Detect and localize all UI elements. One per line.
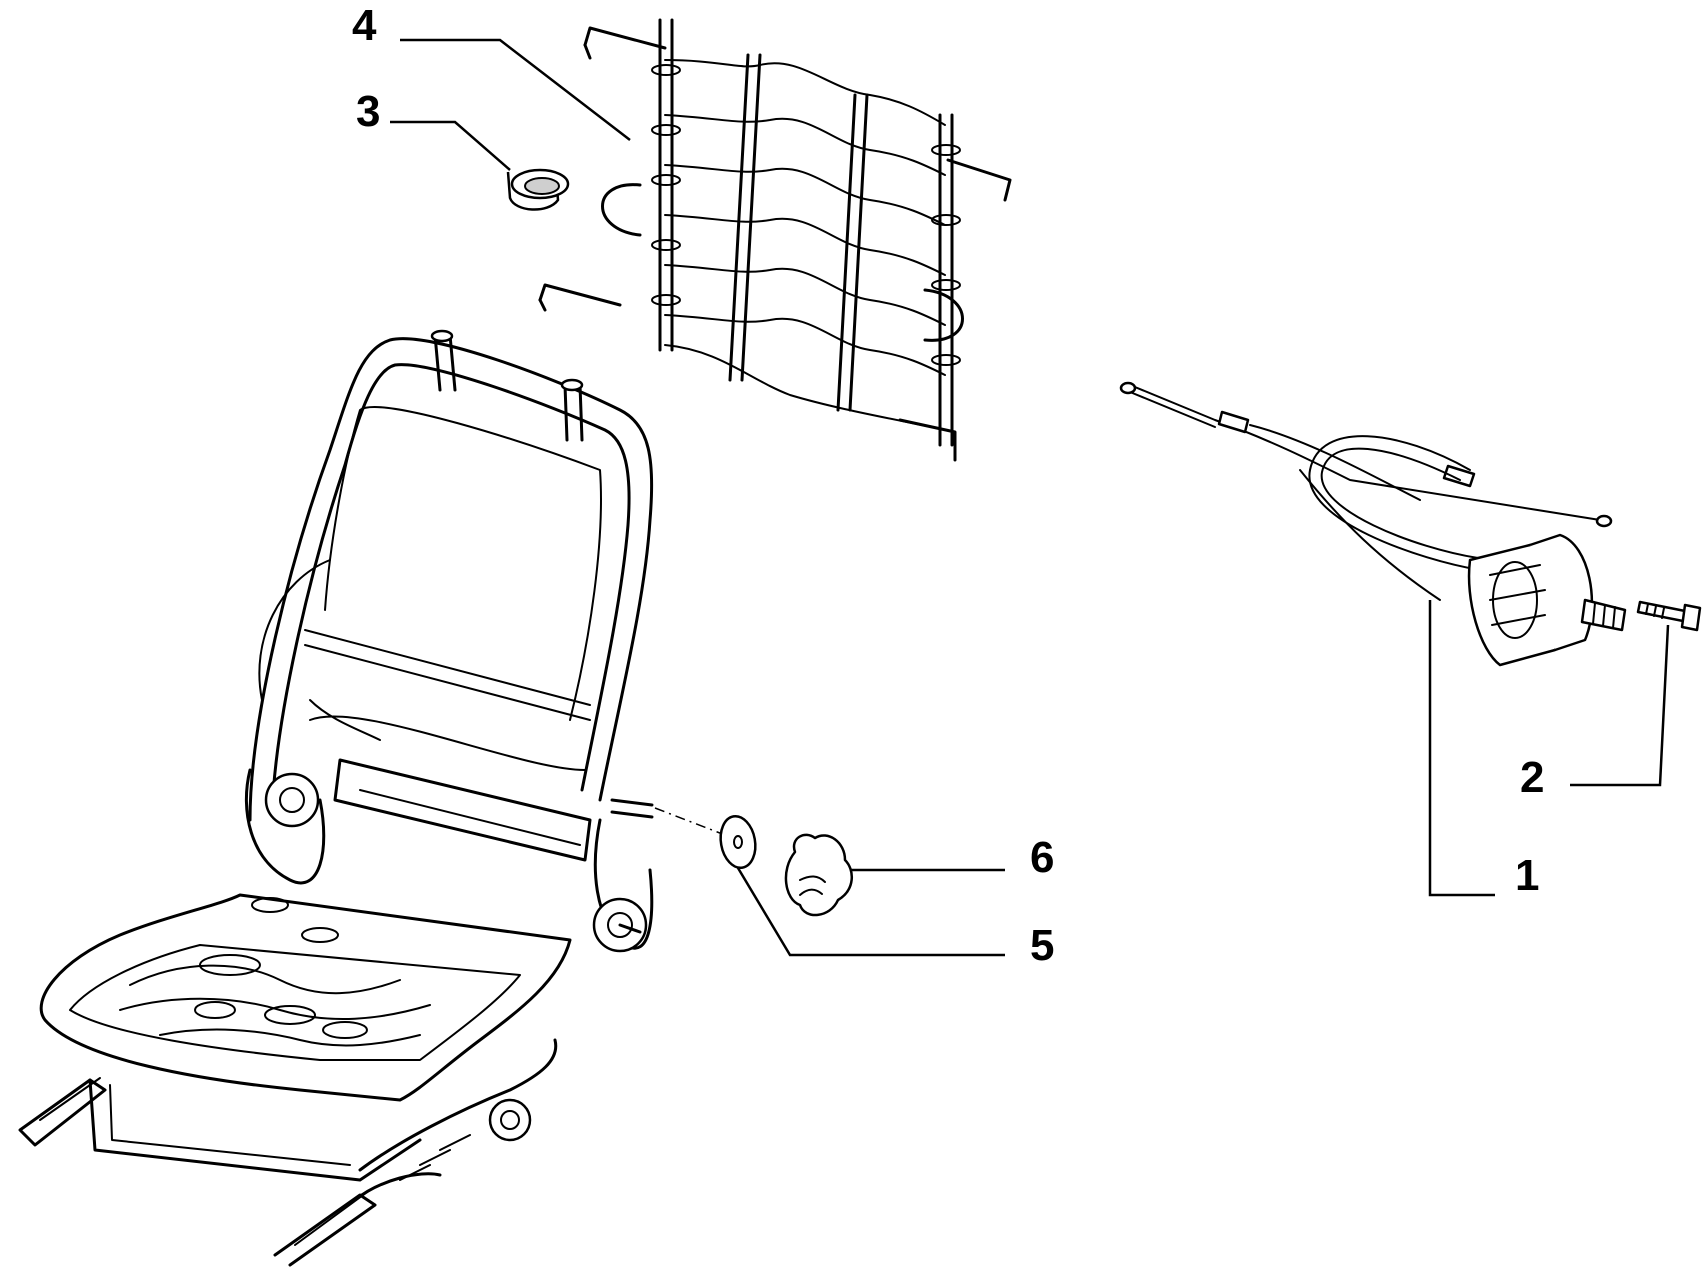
callout-5: 5 [1030, 921, 1054, 970]
callout-1: 1 [1515, 851, 1539, 900]
assembly-axis-line [654, 807, 726, 836]
callout-4: 4 [352, 1, 377, 50]
callout-6: 6 [1030, 833, 1054, 882]
callout-2: 2 [1520, 753, 1544, 802]
mounting-bolt [1636, 600, 1702, 632]
recliner-knob [784, 833, 853, 917]
backrest-plug-cap [506, 168, 570, 211]
seat-frame [18, 329, 654, 1267]
callout-3: 3 [356, 87, 380, 136]
lumbar-adjuster-with-cables [1119, 381, 1627, 667]
backrest-spring-mat [538, 18, 1012, 462]
washer [719, 814, 757, 870]
leader-lines [390, 38, 1670, 957]
